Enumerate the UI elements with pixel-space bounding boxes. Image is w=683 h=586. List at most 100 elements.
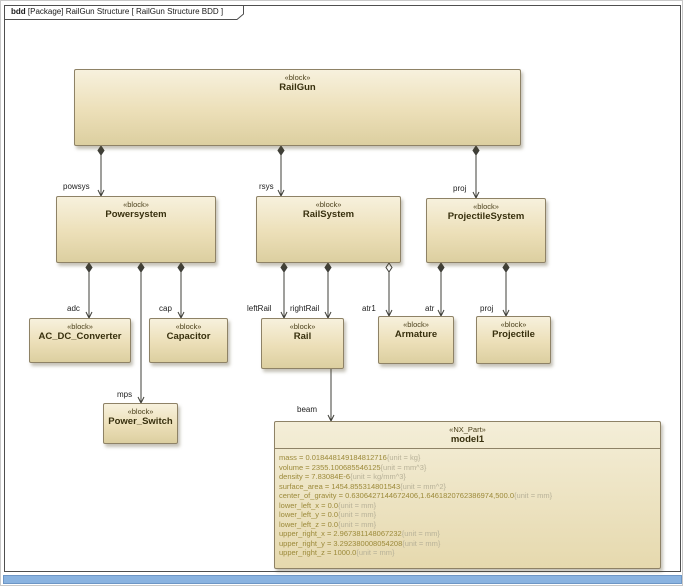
attribute-line[interactable]: lower_left_y = 0.0{unit = mm} xyxy=(279,510,660,520)
open-diamond-icon xyxy=(385,262,393,273)
attribute-value: density = 7.83084E-6 xyxy=(279,472,351,481)
block-ac-dc-converter[interactable]: «block»AC_DC_Converter xyxy=(29,318,131,363)
attribute-value: surface_area = 1454.855314801543 xyxy=(279,481,401,491)
filled-diamond-icon xyxy=(137,262,145,273)
block-stereotype: «block» xyxy=(123,200,149,209)
attribute-value: upper_right_x = 2.967381148067232 xyxy=(279,529,402,538)
block-stereotype: «block» xyxy=(67,322,93,331)
attribute-unit: {unit = mm} xyxy=(338,519,377,529)
block-stereotype: «block» xyxy=(500,320,527,329)
block-stereotype: «NX_Part» xyxy=(449,425,486,434)
filled-diamond-icon xyxy=(97,145,105,156)
attribute-value: lower_left_x = 0.0 xyxy=(279,500,338,510)
filled-diamond-icon xyxy=(502,262,510,273)
role-label-railsystem-rail-left[interactable]: leftRail xyxy=(247,304,272,313)
part-block-header: «NX_Part»model1 xyxy=(275,422,660,449)
edge-railsystem-rail-left[interactable] xyxy=(280,262,288,320)
block-stereotype: «block» xyxy=(403,320,429,329)
block-stereotype: «block» xyxy=(473,202,499,211)
attribute-line[interactable]: mass = 0.018448149184812716{unit = kg} xyxy=(279,453,660,463)
role-label-railsystem-armature[interactable]: atr1 xyxy=(362,304,376,313)
block-name: Powersystem xyxy=(105,209,167,220)
block-powersystem[interactable]: «block»Powersystem xyxy=(56,196,216,263)
block-stereotype: «block» xyxy=(284,73,311,82)
block-stereotype: «block» xyxy=(127,407,154,416)
filled-diamond-icon xyxy=(472,145,480,156)
edge-railsystem-armature[interactable] xyxy=(385,262,393,318)
diagram-kind-label: bdd xyxy=(11,7,26,16)
block-projectilesystem[interactable]: «block»ProjectileSystem xyxy=(426,198,546,263)
role-label-rail-model1[interactable]: beam xyxy=(297,405,318,414)
edge-powersystem-capacitor[interactable] xyxy=(177,262,185,320)
filled-diamond-icon xyxy=(280,262,288,273)
filled-diamond-icon xyxy=(324,262,332,273)
role-label-powersystem-powerswitch[interactable]: mps xyxy=(117,390,133,399)
attribute-value: upper_right_z = 1000.0 xyxy=(279,548,357,557)
role-label-projectilesystem-projectile[interactable]: proj xyxy=(480,304,494,313)
block-rail[interactable]: «block»Rail xyxy=(261,318,344,369)
role-label-powersystem-acdcconverter[interactable]: adc xyxy=(67,304,80,313)
block-name: RailSystem xyxy=(302,209,355,220)
attribute-unit: {unit = mm} xyxy=(514,491,553,500)
edge-projectilesystem-projectile[interactable] xyxy=(502,262,510,318)
block-stereotype: «block» xyxy=(315,200,342,209)
attribute-line[interactable]: upper_right_z = 1000.0{unit = mm} xyxy=(279,548,660,558)
block-stereotype: «block» xyxy=(289,322,316,331)
edge-railgun-powersystem[interactable] xyxy=(97,145,105,198)
attribute-unit: {unit = kg} xyxy=(386,453,421,462)
role-label-projectilesystem-armature[interactable]: atr xyxy=(425,304,435,313)
block-railgun[interactable]: «block»RailGun xyxy=(74,69,521,146)
role-label-railgun-projectilesystem[interactable]: proj xyxy=(453,184,467,193)
frame-tab-label: bdd [Package] RailGun Structure [ RailGu… xyxy=(11,7,223,16)
filled-diamond-icon xyxy=(177,262,185,273)
block-name: AC_DC_Converter xyxy=(38,331,122,342)
block-name: Power_Switch xyxy=(108,416,173,427)
attribute-line[interactable]: lower_left_x = 0.0{unit = mm} xyxy=(279,501,660,511)
role-label-railgun-powersystem[interactable]: powsys xyxy=(63,182,90,191)
attribute-unit: {unit = mm} xyxy=(356,548,395,557)
block-capacitor[interactable]: «block»Capacitor xyxy=(149,318,228,363)
attribute-value: center_of_gravity = 0.6306427144672406,1… xyxy=(279,491,515,500)
frame-tab xyxy=(4,5,244,20)
block-name: RailGun xyxy=(279,82,316,93)
role-label-powersystem-capacitor[interactable]: cap xyxy=(159,304,172,313)
attribute-value: lower_left_y = 0.0 xyxy=(279,510,338,519)
attribute-unit: {unit = mm} xyxy=(338,510,377,519)
block-name: ProjectileSystem xyxy=(447,211,525,222)
attribute-line[interactable]: volume = 2355.100685546125{unit = mm^3} xyxy=(279,463,660,473)
attribute-value: volume = 2355.100685546125 xyxy=(279,462,381,472)
block-power-switch[interactable]: «block»Power_Switch xyxy=(103,403,178,444)
horizontal-scrollbar[interactable] xyxy=(3,575,682,584)
block-name: Armature xyxy=(394,329,438,340)
block-railsystem[interactable]: «block»RailSystem xyxy=(256,196,401,263)
attribute-unit: {unit = mm} xyxy=(402,538,441,548)
attribute-value: mass = 0.018448149184812716 xyxy=(279,453,387,462)
attribute-line[interactable]: surface_area = 1454.855314801543{unit = … xyxy=(279,482,660,492)
block-armature[interactable]: «block»Armature xyxy=(378,316,454,364)
attribute-line[interactable]: upper_right_x = 2.967381148067232{unit =… xyxy=(279,529,660,539)
role-label-railsystem-rail-right[interactable]: rightRail xyxy=(290,304,320,313)
block-name: Rail xyxy=(293,331,312,342)
attribute-line[interactable]: upper_right_y = 3.292380008054208{unit =… xyxy=(279,539,660,549)
block-stereotype: «block» xyxy=(175,322,202,331)
attribute-line[interactable]: center_of_gravity = 0.6306427144672406,1… xyxy=(279,491,660,501)
filled-diamond-icon xyxy=(437,262,445,273)
attribute-line[interactable]: density = 7.83084E-6{unit = kg/mm^3} xyxy=(279,472,660,482)
attribute-unit: {unit = mm} xyxy=(338,500,377,510)
attribute-line[interactable]: lower_left_z = 0.0{unit = mm} xyxy=(279,520,660,530)
block-projectile[interactable]: «block»Projectile xyxy=(476,316,551,364)
role-label-railgun-railsystem[interactable]: rsys xyxy=(259,182,274,191)
edge-powersystem-acdcconverter[interactable] xyxy=(85,262,93,320)
filled-diamond-icon xyxy=(85,262,93,273)
attribute-unit: {unit = kg/mm^3} xyxy=(350,472,406,481)
attribute-value: lower_left_z = 0.0 xyxy=(279,519,338,529)
block-name: Projectile xyxy=(492,329,535,340)
attribute-unit: {unit = mm^3} xyxy=(380,462,427,472)
block-name: Capacitor xyxy=(166,331,211,342)
part-attributes-compartment: mass = 0.018448149184812716{unit = kg}vo… xyxy=(275,449,660,558)
